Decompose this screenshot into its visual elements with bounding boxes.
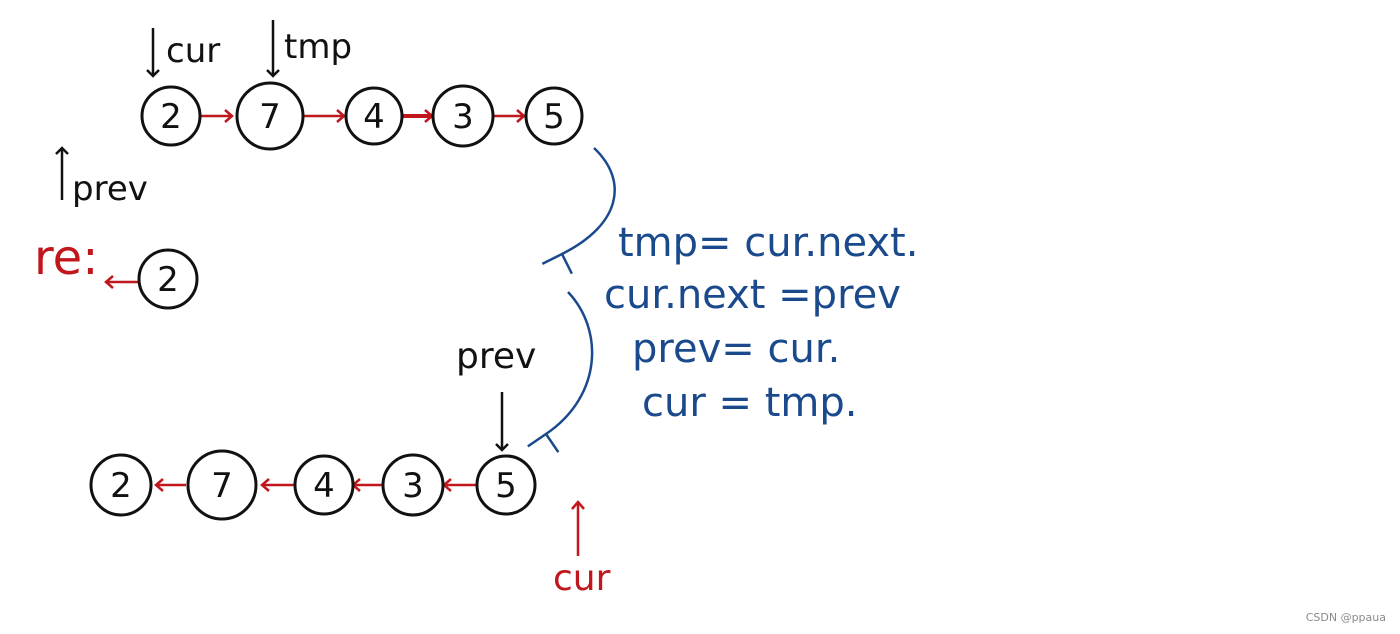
top-node-2-value: 7 [259,97,281,137]
code-block: tmp= cur.next. cur.next =prev prev= cur.… [604,220,918,426]
watermark: CSDN @ppaua [1305,611,1386,624]
code-line-4: cur = tmp. [642,380,858,426]
bottom-node-2: 7 [186,449,258,521]
bottom-node-3: 4 [293,454,355,516]
code-line-2: cur.next =prev [604,272,901,318]
top-node-5-value: 5 [543,97,565,137]
top-node-4-value: 3 [452,97,474,137]
bottom-node-2-value: 7 [211,466,233,506]
re-node: 2 [137,248,199,310]
top-node-3: 4 [344,86,404,146]
re-node-value: 2 [157,260,179,300]
re-label: re: [34,230,98,286]
bottom-node-4: 3 [381,453,445,517]
bottom-list: 2 7 4 3 5 prev cur [89,336,611,599]
bottom-node-3-value: 4 [313,466,335,506]
bottom-node-1: 2 [89,453,153,517]
top-cur-label: cur [166,31,220,71]
code-line-1: tmp= cur.next. [618,220,918,266]
result-list: re: 2 [34,230,199,310]
code-line-3: prev= cur. [632,326,840,372]
top-node-5: 5 [524,86,584,146]
flow-arrow-bottom [527,291,594,453]
prev-pointer: prev [55,146,148,209]
bottom-node-5: 5 [475,454,537,516]
top-tmp-label: tmp [284,27,352,67]
flow-arrow-top [541,147,616,275]
bottom-node-1-value: 2 [110,466,132,506]
bottom-cur-label: cur [553,558,611,599]
bottom-node-5-value: 5 [495,466,517,506]
prev-label: prev [72,169,148,209]
top-list: 2 7 4 3 5 cur tmp [140,20,584,151]
top-node-1: 2 [140,85,202,147]
bottom-prev-label: prev [456,336,536,377]
bottom-node-4-value: 3 [402,466,424,506]
top-node-1-value: 2 [160,97,182,137]
top-node-3-value: 4 [363,97,385,137]
top-node-4: 3 [431,84,495,148]
top-node-2: 7 [235,81,305,151]
